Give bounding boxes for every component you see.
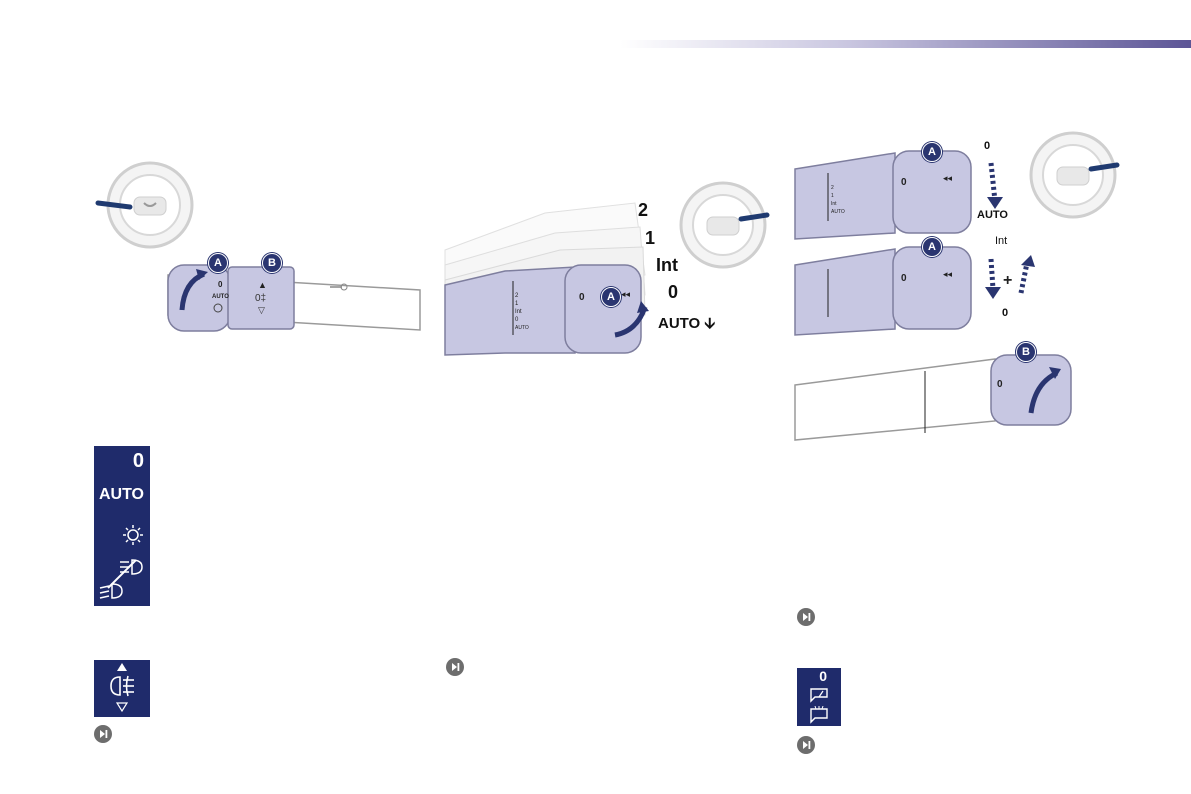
lighting-stalk-figure: 0 AUTO ▲ 0‡ ▽: [95, 161, 421, 332]
svg-text:▲: ▲: [258, 280, 267, 290]
steering-wheel-icon: [679, 181, 770, 269]
svg-text:◂◂: ◂◂: [943, 173, 953, 183]
front-wiper-stalk-figure: 2 1 Int 0 AUTO 0 ◂◂: [444, 181, 770, 356]
svg-text:AUTO: AUTO: [831, 209, 845, 215]
dipped-beam-icon: [99, 583, 123, 599]
wiper-badge-a: A: [601, 287, 621, 307]
svg-text:0: 0: [218, 280, 223, 289]
svg-text:0: 0: [515, 317, 519, 323]
rear-badge-a-mid: A: [922, 237, 942, 257]
svg-text:2: 2: [831, 185, 834, 191]
panel-row-auto: AUTO: [98, 486, 144, 503]
next-page-icon[interactable]: [94, 725, 112, 743]
rear-badge-a-top: A: [922, 142, 942, 162]
arrow-down-icon: 🡫: [704, 315, 716, 332]
wiper-position-0: 0: [668, 282, 679, 302]
rear-wiper-panel: 0: [797, 668, 841, 726]
svg-text:2: 2: [515, 293, 519, 299]
panel-row-0: 0: [132, 450, 144, 472]
svg-text:0: 0: [901, 273, 907, 284]
rear-mid-bottom: 0: [1002, 307, 1009, 319]
svg-text:Int: Int: [831, 201, 837, 207]
steering-wheel-icon: [95, 161, 194, 249]
next-page-icon[interactable]: [797, 608, 815, 626]
svg-text:0: 0: [997, 379, 1003, 390]
rear-panel-row-0: 0: [819, 668, 827, 684]
rear-top-from: 0: [984, 140, 991, 152]
rear-wiper-stalk-figure: 2 1 Int AUTO 0 ◂◂ 0 ◂◂ + 0: [794, 131, 1120, 441]
rear-fog-icon: [110, 675, 134, 697]
svg-text:0: 0: [901, 177, 907, 188]
svg-text:0: 0: [579, 292, 585, 303]
arrow-up-icon: [117, 663, 127, 671]
svg-text:AUTO: AUTO: [212, 294, 229, 300]
next-page-icon[interactable]: [797, 736, 815, 754]
wiper-position-1: 1: [645, 228, 656, 248]
lighting-badge-b: B: [262, 253, 282, 273]
rear-wash-icon: [810, 706, 828, 724]
svg-text:◂◂: ◂◂: [943, 269, 953, 279]
rear-badge-b: B: [1016, 342, 1036, 362]
svg-text:AUTO: AUTO: [515, 325, 529, 331]
arrow-down-icon: [116, 702, 128, 712]
next-page-icon[interactable]: [446, 658, 464, 676]
wiper-position-int: Int: [656, 255, 678, 275]
rear-top-to: AUTO: [977, 209, 1008, 221]
wiper-position-2: 2: [638, 200, 649, 220]
svg-text:0‡: 0‡: [255, 293, 266, 304]
svg-text:+: +: [1003, 272, 1012, 289]
header-gradient-bar: [620, 40, 1191, 48]
svg-text:1: 1: [831, 193, 834, 199]
steering-wheel-icon: [1029, 131, 1120, 219]
svg-text:Int: Int: [515, 309, 522, 315]
svg-text:◂◂: ◂◂: [621, 289, 631, 299]
sun-icon: [123, 525, 143, 545]
svg-text:1: 1: [515, 301, 519, 307]
rear-mid-top: Int: [995, 235, 1008, 247]
lighting-badge-a: A: [208, 253, 228, 273]
svg-text:▽: ▽: [258, 305, 265, 315]
wiper-position-auto: AUTO 🡫: [658, 315, 716, 332]
fog-panel: [94, 660, 150, 717]
rear-wiper-icon: [810, 688, 828, 703]
lighting-panel: 0 AUTO: [94, 446, 150, 606]
